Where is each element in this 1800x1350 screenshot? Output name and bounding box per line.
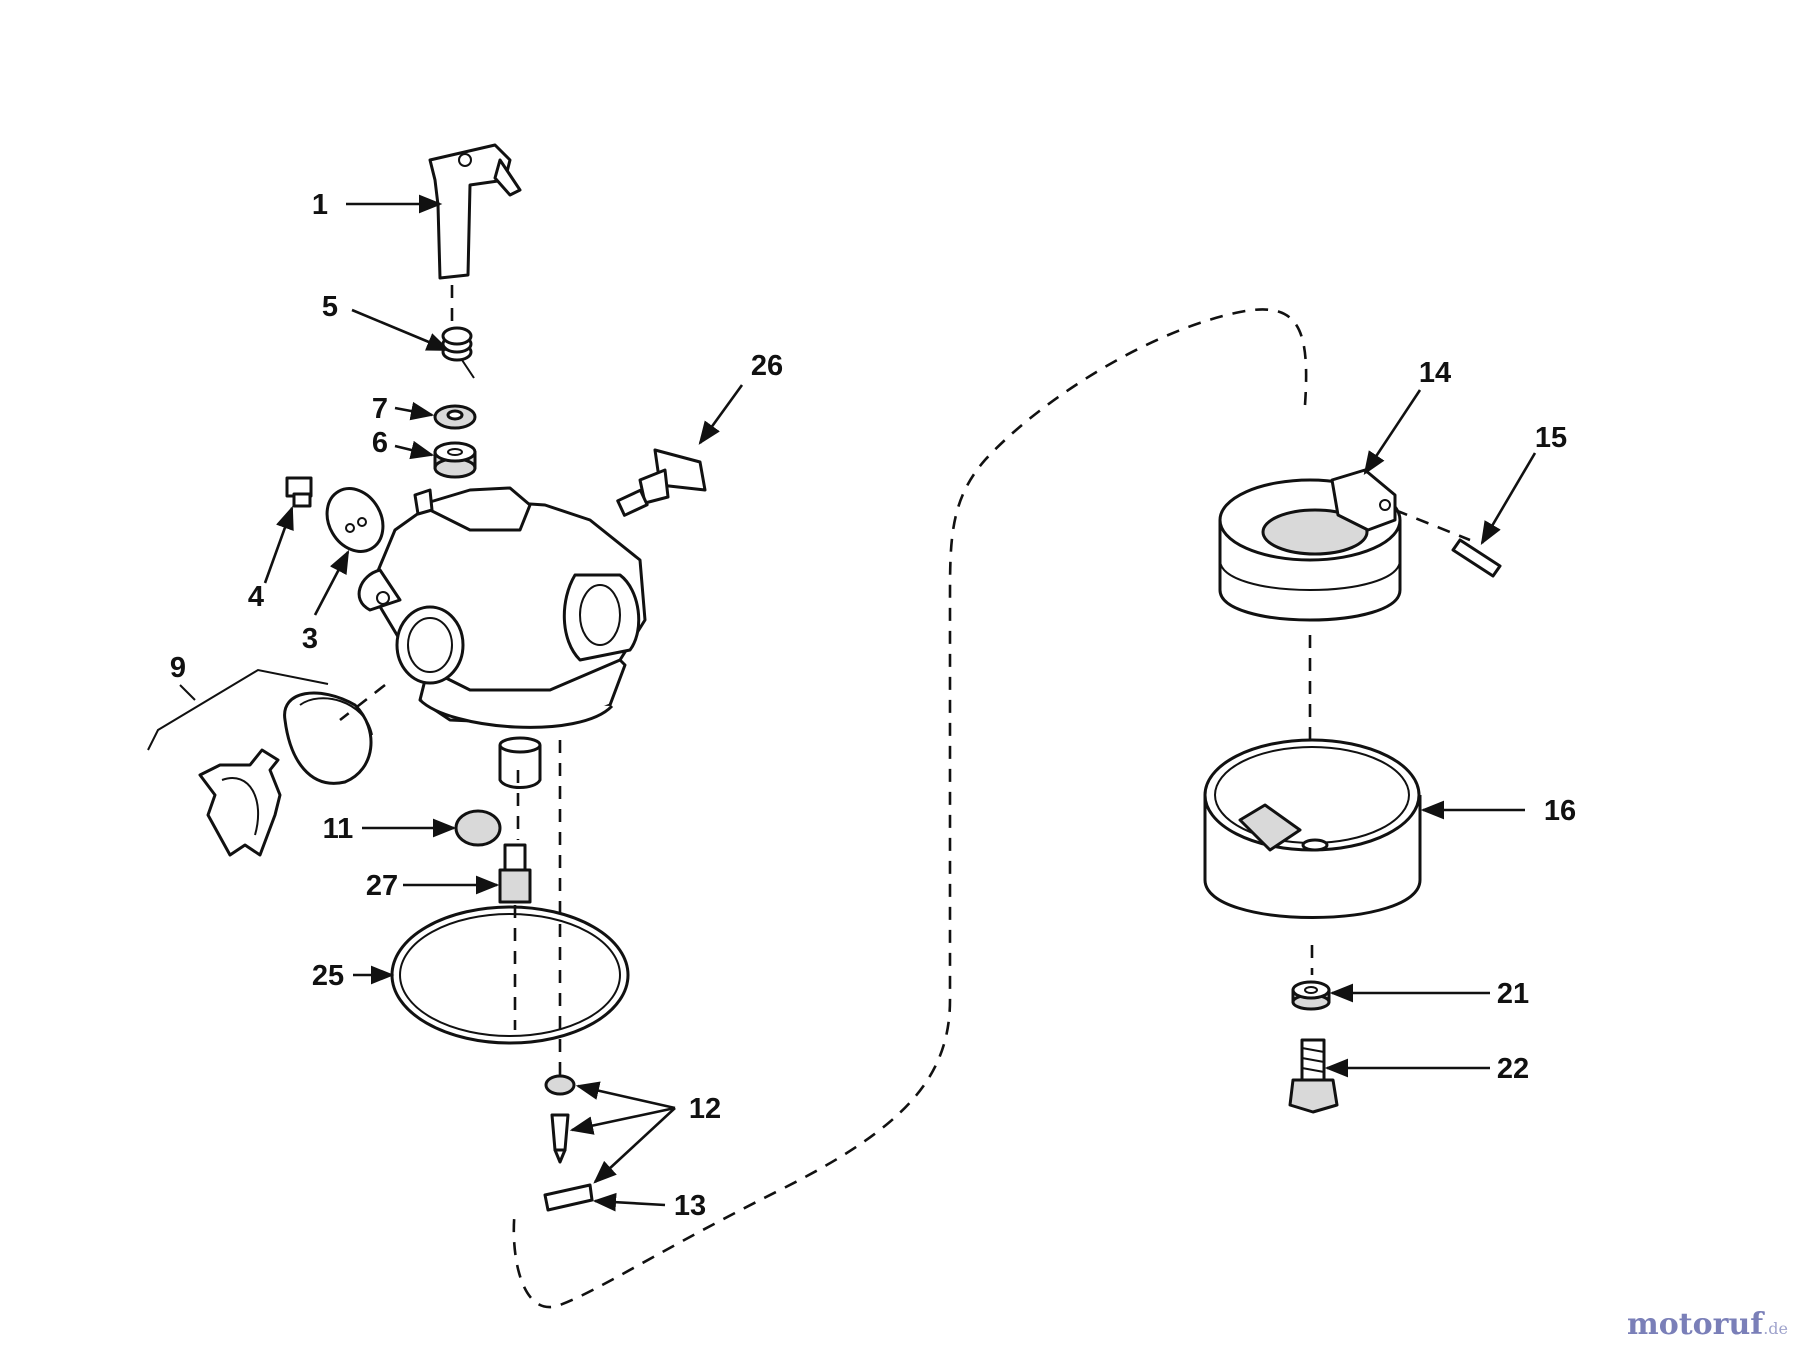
washer-7-part <box>433 404 477 430</box>
disc-part <box>454 809 502 847</box>
primer-bulb-part <box>198 691 373 857</box>
callout-1: 1 <box>312 189 328 221</box>
callout-14: 14 <box>1419 357 1451 389</box>
callout-6: 6 <box>372 427 388 459</box>
callout-12: 12 <box>689 1093 721 1125</box>
washer-6-part <box>433 441 477 479</box>
float-pin-part <box>1451 538 1502 578</box>
float-bowl-part <box>1203 738 1422 919</box>
callout-13: 13 <box>674 1190 706 1222</box>
callout-3: 3 <box>302 623 318 655</box>
callout-16: 16 <box>1544 795 1576 827</box>
o-ring-part <box>390 905 630 1045</box>
callout-5: 5 <box>322 291 338 323</box>
callout-4: 4 <box>248 581 264 613</box>
assembly-dashed-path <box>512 308 1308 1309</box>
leader-lines <box>147 194 1537 1212</box>
bowl-nut-part <box>1288 1038 1339 1114</box>
callout-27: 27 <box>366 870 398 902</box>
watermark-main: motoruf <box>1627 1307 1764 1342</box>
callout-25: 25 <box>312 960 344 992</box>
bowl-washer-part <box>1291 980 1331 1011</box>
carburetor-body-part <box>357 486 647 789</box>
callout-21: 21 <box>1497 978 1529 1010</box>
callout-9: 9 <box>170 652 186 684</box>
callout-26: 26 <box>751 350 783 382</box>
screw-part <box>285 476 313 508</box>
callout-7: 7 <box>372 393 388 425</box>
spring-part <box>441 326 475 379</box>
fuel-fitting-part <box>616 448 707 517</box>
watermark-logo: motoruf.de <box>1627 1307 1788 1342</box>
callout-15: 15 <box>1535 422 1567 454</box>
float-part <box>1218 468 1402 622</box>
callout-22: 22 <box>1497 1053 1529 1085</box>
pin-part <box>498 843 532 904</box>
throttle-plate-part <box>325 487 385 553</box>
callout-11: 11 <box>323 813 354 845</box>
watermark-suffix: .de <box>1763 1319 1788 1338</box>
needle-valve-part <box>544 1074 576 1164</box>
throttle-shaft-part <box>428 143 522 335</box>
clip-part <box>543 1183 594 1212</box>
